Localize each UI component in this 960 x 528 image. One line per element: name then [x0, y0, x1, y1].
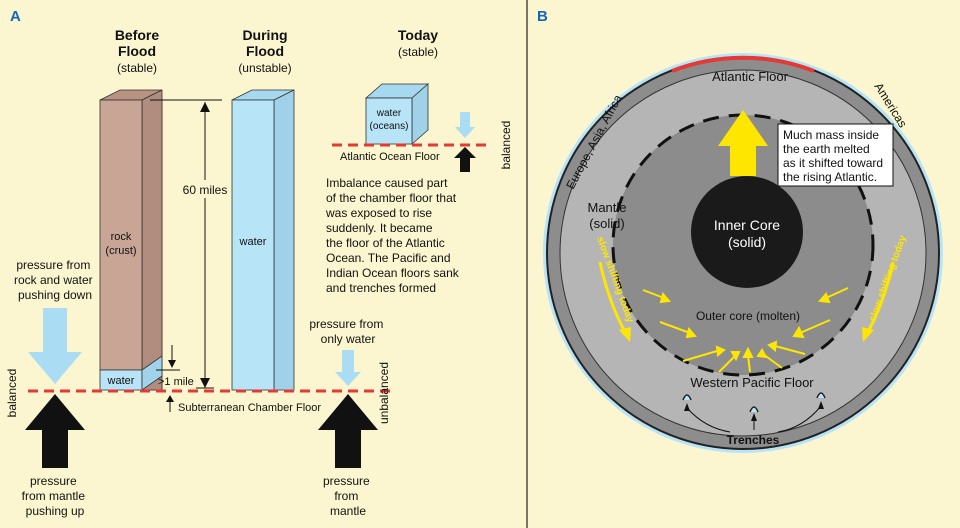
imbalance-text: Imbalance caused part of the chamber flo… [325, 176, 462, 295]
left-down-arrow [28, 308, 82, 384]
balanced-right-label: balanced [499, 121, 513, 170]
slow-shift-right-arrow [866, 261, 895, 333]
rising-yellow-arrow [718, 110, 768, 176]
before-title-1: Before [115, 27, 160, 43]
pressure-only-water-text: pressure from only water [309, 317, 386, 346]
rock-label-1: rock [111, 231, 132, 243]
slow-shift-left-arrow [598, 261, 627, 333]
western-pacific-floor-label: Western Pacific Floor [690, 375, 814, 390]
mass-text-box [777, 123, 894, 187]
before-state: (stable) [117, 61, 157, 75]
atlantic-floor-label: Atlantic Floor [712, 69, 789, 84]
today-state: (stable) [398, 45, 438, 59]
converging-arrows [642, 287, 849, 373]
panel-a-letter: A [10, 8, 21, 25]
inner-core [691, 176, 803, 288]
today-up-arrow [454, 147, 476, 172]
before-title-2: Flood [118, 43, 156, 59]
outer-core-label: Outer core (molten) [696, 309, 800, 323]
atlantic-floor-label: Atlantic Ocean Floor [340, 151, 440, 163]
during-title-2: Flood [246, 43, 284, 59]
right-down-arrow [335, 350, 361, 386]
chamber-floor-label: Subterranean Chamber Floor [178, 402, 321, 414]
ocean-water-cube [364, 83, 430, 145]
mantle-label-2: (solid) [589, 216, 624, 231]
panel-b: B Inner Core (solid) Much mass inside th… [537, 8, 943, 453]
right-up-arrow [318, 394, 378, 468]
atlantic-floor-arc [671, 55, 815, 73]
ocean-water-label-1: water [376, 108, 402, 119]
pressure-mantle-up-text: pressure from mantle pushing up [22, 474, 89, 518]
panel-a: A Before Flood (stable) During Flood (un… [5, 8, 513, 518]
small-water-label: water [107, 375, 135, 387]
during-title-1: During [242, 27, 287, 43]
today-down-arrow [455, 112, 475, 138]
inner-core-label-1: Inner Core [714, 217, 780, 233]
unbalanced-label: unbalanced [377, 362, 391, 424]
water-column [231, 89, 295, 391]
mass-text: Much mass inside the earth melted as it … [783, 128, 886, 184]
one-mile-label: >1 mile [158, 376, 194, 388]
balanced-left-label: balanced [5, 369, 19, 418]
sixty-miles-label: 60 miles [183, 183, 228, 197]
pressure-rock-water-text: pressure from rock and water pushing dow… [14, 258, 96, 302]
water-column-label: water [239, 236, 267, 248]
rock-column [99, 89, 163, 391]
mantle-label-1: Mantle [587, 200, 626, 215]
pressure-mantle-text: pressure from mantle [323, 474, 373, 518]
ocean-water-label-2: (oceans) [370, 121, 409, 132]
left-up-arrow [25, 394, 85, 468]
during-state: (unstable) [238, 61, 291, 75]
today-title: Today [398, 27, 438, 43]
rock-label-2: (crust) [105, 245, 136, 257]
inner-core-label-2: (solid) [728, 234, 766, 250]
panel-b-letter: B [537, 8, 548, 25]
trenches-label: Trenches [727, 433, 780, 447]
